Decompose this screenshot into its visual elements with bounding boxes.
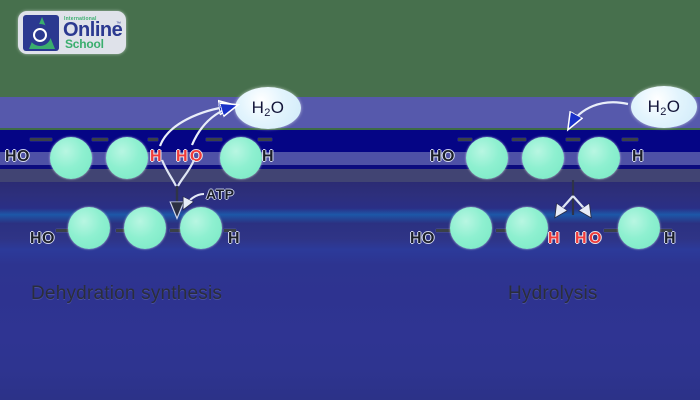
leaving-h-left-top: H xyxy=(150,148,163,165)
water-formula-right: H2O xyxy=(647,97,681,118)
bond-left-bottom-0 xyxy=(56,229,76,232)
caption-dehydration-synthesis: Dehydration synthesis xyxy=(31,283,223,304)
logo-text-school: School xyxy=(65,37,104,51)
bond-right-bottom-2 xyxy=(604,229,618,232)
terminal-ho-right-bottom: HO xyxy=(410,230,435,247)
bond-left-bottom-3 xyxy=(224,229,236,232)
background-band-violet xyxy=(0,97,700,130)
logo-dot-icon xyxy=(35,30,45,40)
polymer-sphere xyxy=(522,137,564,179)
terminal-h-right-bottom: H xyxy=(664,230,677,247)
monomer-sphere xyxy=(220,137,262,179)
monomer-sphere xyxy=(506,207,548,249)
bond-right-bottom-0 xyxy=(436,229,456,232)
bond-right-top-0 xyxy=(458,138,472,141)
terminal-h-right-top: H xyxy=(632,148,645,165)
terminal-ho-right-top: HO xyxy=(430,148,455,165)
bond-right-top-3 xyxy=(622,138,638,141)
logo-text-online: Online xyxy=(63,19,123,41)
polymer-sphere xyxy=(124,207,166,249)
bond-left-top-4 xyxy=(258,138,272,141)
added-h-right-bottom: H xyxy=(548,230,561,247)
bond-left-top-3 xyxy=(206,138,222,141)
monomer-sphere xyxy=(106,137,148,179)
logo-text-international: International xyxy=(64,16,97,22)
terminal-ho-left-bottom: HO xyxy=(30,230,55,247)
atp-label: ATP xyxy=(206,186,235,202)
logo-badge[interactable]: International Online School ™ xyxy=(18,11,126,54)
polymer-sphere xyxy=(180,207,222,249)
leaving-h-left-top-2: H xyxy=(176,148,189,165)
logo-mark-icon xyxy=(23,15,59,51)
terminal-ho-left-top: HO xyxy=(5,148,30,165)
logo-trademark: ™ xyxy=(116,21,121,27)
leaving-o-left-top: O xyxy=(190,148,203,165)
bond-right-top-1 xyxy=(512,138,526,141)
polymer-sphere xyxy=(466,137,508,179)
bond-right-bottom-3 xyxy=(660,229,672,232)
added-h-right-bottom-2: H xyxy=(575,230,588,247)
polymer-sphere xyxy=(68,207,110,249)
water-molecule-left: H2O xyxy=(235,87,301,129)
water-formula-left: H2O xyxy=(251,98,285,119)
bond-right-top-2 xyxy=(566,138,580,141)
monomer-sphere xyxy=(50,137,92,179)
bond-left-top-0 xyxy=(30,138,52,141)
bond-left-top-1 xyxy=(92,138,108,141)
bond-right-bottom-1 xyxy=(496,229,510,232)
background-band-navy-2 xyxy=(0,165,700,169)
monomer-sphere xyxy=(618,207,660,249)
water-molecule-right: H2O xyxy=(631,86,697,128)
terminal-h-left-top: H xyxy=(262,148,275,165)
background-hairline xyxy=(0,128,700,130)
bond-left-bottom-1 xyxy=(116,229,130,232)
added-o-right-bottom: O xyxy=(589,230,602,247)
caption-hydrolysis: Hydrolysis xyxy=(508,283,598,304)
polymer-sphere xyxy=(578,137,620,179)
terminal-h-left-bottom: H xyxy=(228,230,241,247)
bond-left-bottom-2 xyxy=(170,229,184,232)
monomer-sphere xyxy=(450,207,492,249)
bond-left-top-2 xyxy=(148,138,158,141)
